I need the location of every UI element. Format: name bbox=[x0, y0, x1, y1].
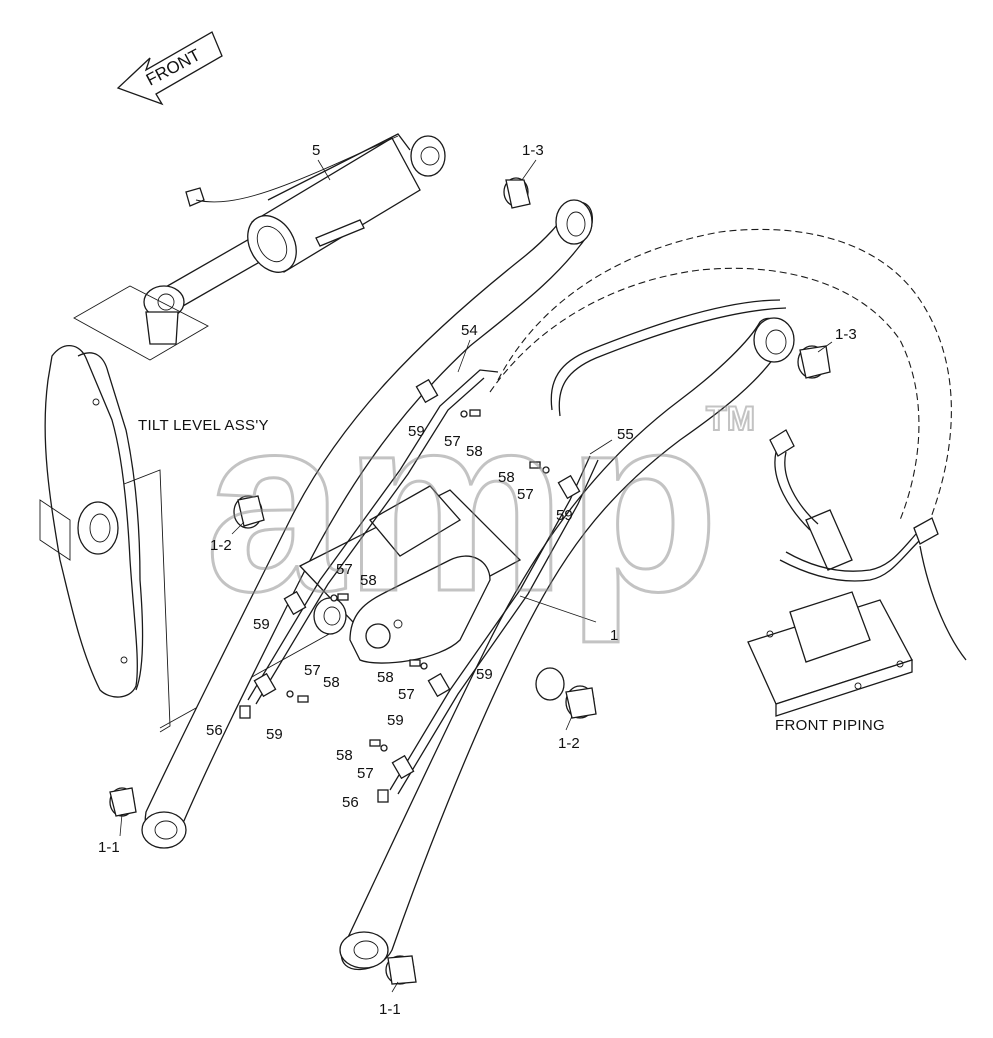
bushing-1-3b bbox=[797, 345, 831, 379]
right-lift-arm bbox=[339, 317, 795, 971]
callout-56a: 56 bbox=[206, 722, 223, 739]
callout-1-1a: 1-1 bbox=[98, 839, 120, 856]
callout-1-1b: 1-1 bbox=[379, 1001, 401, 1018]
bushing-1-3a bbox=[503, 177, 531, 209]
hardware bbox=[286, 409, 550, 752]
callout-56b: 56 bbox=[342, 794, 359, 811]
callout-59f: 59 bbox=[387, 712, 404, 729]
bushings bbox=[109, 177, 831, 985]
cross-member bbox=[298, 485, 522, 664]
tilt-level-assembly bbox=[39, 345, 341, 733]
callout-57c: 57 bbox=[336, 561, 353, 578]
callout-1: 1 bbox=[610, 627, 619, 644]
arm-pipes bbox=[247, 299, 787, 795]
callout-58d: 58 bbox=[323, 674, 340, 691]
callout-1-3a: 1-3 bbox=[522, 142, 544, 159]
callout-58f: 58 bbox=[336, 747, 353, 764]
watermark-tm: TM bbox=[706, 400, 755, 438]
callout-59d: 59 bbox=[266, 726, 283, 743]
callout-59c: 59 bbox=[253, 616, 270, 633]
callout-58a: 58 bbox=[466, 443, 483, 460]
pipe-clamps bbox=[239, 378, 581, 803]
hydraulic-hoses bbox=[489, 228, 952, 521]
bushing-1-1b bbox=[385, 955, 417, 985]
watermark: amp TM bbox=[204, 363, 757, 645]
callout-1-2a: 1-2 bbox=[210, 537, 232, 554]
callout-1-2b: 1-2 bbox=[558, 735, 580, 752]
bushing-1-1a bbox=[109, 787, 137, 817]
left-lift-arm bbox=[141, 199, 593, 849]
callout-58e: 58 bbox=[377, 669, 394, 686]
callout-1-3b: 1-3 bbox=[835, 326, 857, 343]
callout-57e: 57 bbox=[398, 686, 415, 703]
callout-57a: 57 bbox=[444, 433, 461, 450]
callout-55: 55 bbox=[617, 426, 634, 443]
tilt-cylinder bbox=[73, 133, 446, 361]
leader-lines bbox=[119, 159, 833, 993]
callout-59b: 59 bbox=[556, 507, 573, 524]
callout-54: 54 bbox=[461, 322, 478, 339]
callout-5: 5 bbox=[312, 142, 321, 159]
callout-58b: 58 bbox=[498, 469, 515, 486]
front-arrow bbox=[116, 31, 223, 106]
callout-59a: 59 bbox=[408, 423, 425, 440]
callout-57f: 57 bbox=[357, 765, 374, 782]
callout-59e: 59 bbox=[476, 666, 493, 683]
bushing-1-2a bbox=[233, 495, 265, 529]
tilt-level-caption: TILT LEVEL ASS'Y bbox=[138, 417, 269, 434]
bushing-1-2b bbox=[565, 685, 597, 719]
front-piping-block bbox=[747, 429, 967, 717]
watermark-text: amp bbox=[205, 364, 719, 643]
callout-58c: 58 bbox=[360, 572, 377, 589]
callout-57d: 57 bbox=[304, 662, 321, 679]
front-piping-caption: FRONT PIPING bbox=[775, 717, 885, 734]
callout-57b: 57 bbox=[517, 486, 534, 503]
